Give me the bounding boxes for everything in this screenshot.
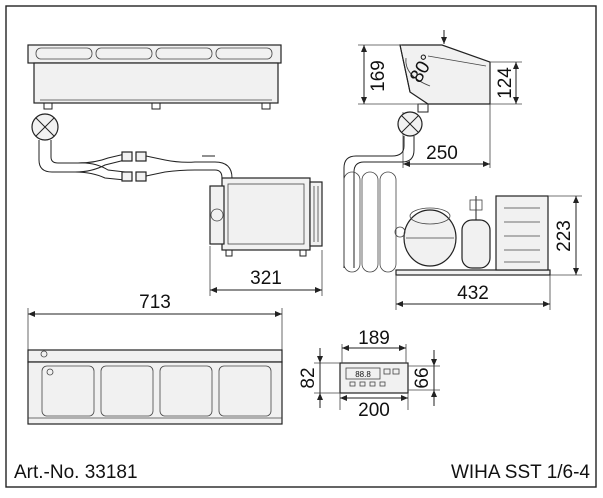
dimension-189: 189: [341, 328, 407, 363]
dim-189-label: 189: [358, 328, 390, 349]
model-name: WIHA SST 1/6-4: [451, 462, 590, 483]
dimension-321: 321: [209, 246, 323, 296]
dimension-169: 169: [358, 44, 420, 105]
dimension-124: 124: [490, 61, 522, 105]
dim-169-label: 169: [368, 60, 389, 92]
unit-top-view: [27, 349, 283, 425]
refrigerant-pipe-right: [343, 111, 423, 273]
unit-side-view: 80°: [399, 30, 491, 113]
dim-321-label: 321: [250, 268, 282, 289]
dimension-432: 432: [395, 275, 551, 310]
dim-66-label: 66: [412, 367, 433, 388]
dim-124-label: 124: [495, 67, 516, 99]
article-number: Art.-No. 33181: [14, 462, 138, 483]
dimension-223: 223: [548, 195, 582, 276]
dim-82-label: 82: [298, 367, 319, 388]
dim-432-label: 432: [457, 283, 489, 304]
dimension-713: 713: [27, 292, 283, 350]
panel-display-text: 88.8: [355, 370, 371, 379]
condensing-unit-left: [209, 177, 323, 257]
dimension-82: 82: [298, 348, 340, 408]
dimension-200: 200: [339, 393, 409, 421]
dim-250-label: 250: [426, 143, 458, 164]
refrigerant-pipe-left: [31, 113, 233, 182]
dim-200-label: 200: [358, 400, 390, 421]
dim-713-label: 713: [139, 292, 171, 313]
dim-223-label: 223: [554, 220, 575, 252]
drawing-frame: [5, 5, 597, 488]
dimension-66: 66: [408, 350, 440, 406]
dimension-250: 250: [402, 104, 491, 168]
unit-front-view: [27, 44, 282, 110]
compressor-unit-right: [394, 195, 551, 276]
control-panel-view: 88.8: [339, 362, 409, 394]
